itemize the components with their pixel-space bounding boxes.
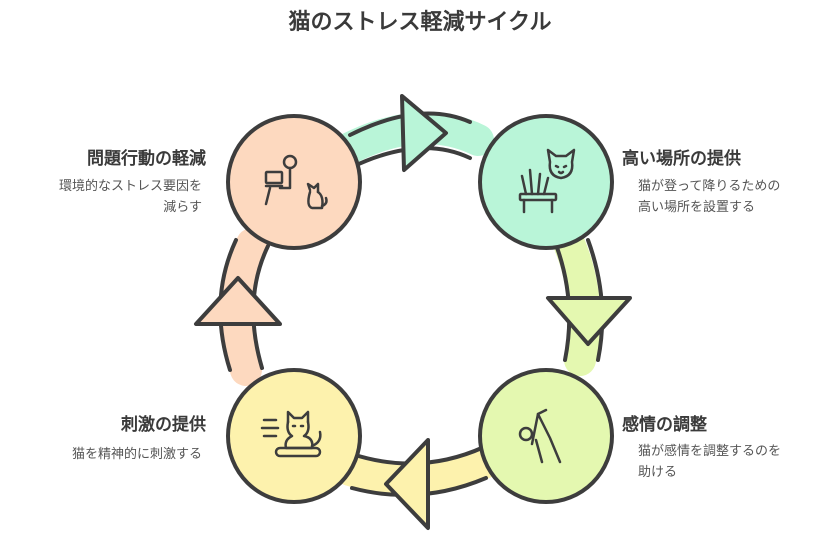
stretching-person-icon [518,408,562,464]
desc-line: 高い場所を設置する [638,200,756,215]
circle-emotion-regulation [478,368,614,504]
step-title-problem-reduction: 問題行動の軽減 [87,149,206,169]
step-desc-high-places: 猫が登って降りるための 高い場所を設置する [638,176,780,218]
desc-line: 環境的なストレス要因を [58,179,202,194]
arrow-head-left [194,276,282,326]
arrow-heads [194,94,632,530]
cat-scratcher-icon [260,410,322,458]
diagram-title: 猫のストレス軽減サイクル [288,10,552,35]
step-desc-emotion-regulation: 猫が感情を調整するのを 助ける [638,441,781,483]
person-laptop-cat-icon [264,154,328,210]
arrow-head-bottom [384,438,430,530]
step-title-high-places: 高い場所の提供 [622,149,741,169]
desc-line: 猫が感情を調整するのを [638,444,782,459]
step-desc-problem-reduction: 環境的なストレス要因を 減らす [59,176,202,218]
step-desc-stimulation: 猫を精神的に刺激する [72,444,202,465]
desc-line: 猫が登って降りるための [638,179,781,194]
desc-line: 減らす [163,200,202,215]
circle-problem-reduction [226,114,362,250]
desc-line: 猫を精神的に刺激する [71,447,202,462]
arrow-head-right [546,296,632,346]
circle-stimulation [226,368,362,504]
step-title-emotion-regulation: 感情の調整 [622,415,707,435]
step-title-stimulation: 刺激の提供 [121,415,206,435]
arrow-head-top [400,94,448,172]
cat-on-perch-icon [518,148,576,214]
desc-line: 助ける [638,465,678,480]
